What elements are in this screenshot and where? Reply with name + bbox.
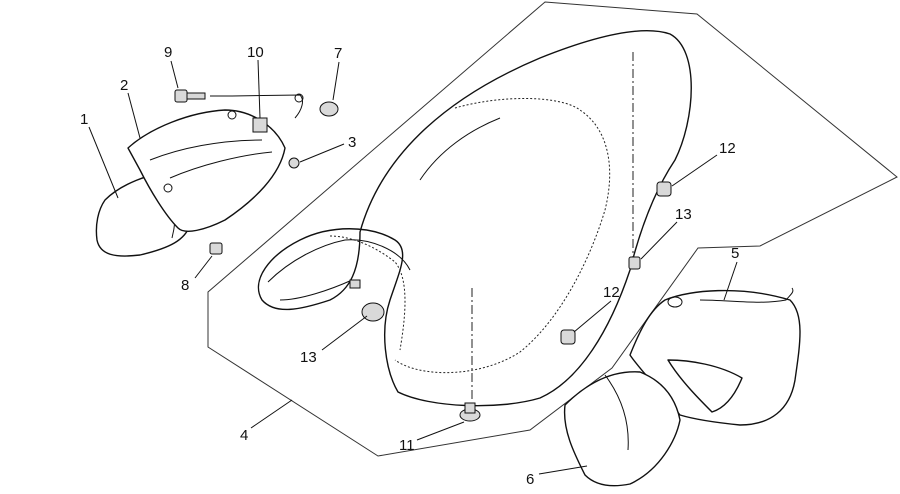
leader-lines [88,59,738,475]
callout-12-lower: 12 [603,284,620,301]
callout-11: 11 [399,437,415,454]
callout-4: 4 [240,427,248,444]
part-12-rubber-bumper-lower [560,329,576,345]
seat-part [257,30,692,407]
callout-13-upper: 13 [675,206,692,223]
callout-12-upper: 12 [719,140,736,157]
part-13-spacer-lower [361,302,385,322]
part-7-washer [319,101,339,117]
callout-5: 5 [731,245,739,262]
callout-8: 8 [181,277,189,294]
part-2-left-bracket [127,93,304,232]
callout-10: 10 [247,44,264,61]
part-6-lower-shroud [563,371,681,487]
seat-assembly-frame [207,1,898,457]
callout-2: 2 [120,77,128,94]
part-10-clip [252,117,268,133]
callout-7: 7 [334,45,342,62]
part-12-rubber-bumper-upper [656,181,672,197]
part-11-grommet [459,402,481,422]
callout-3: 3 [348,134,356,151]
callout-6: 6 [526,471,534,488]
part-8-rubber-pad [209,242,223,255]
part-9-bolt [174,89,206,103]
part-5-right-cover [629,287,801,426]
callout-1: 1 [80,111,88,128]
callout-9: 9 [164,44,172,61]
part-13-spacer-upper [628,256,641,270]
part-3-nut [288,157,300,169]
callout-13-lower: 13 [300,349,317,366]
